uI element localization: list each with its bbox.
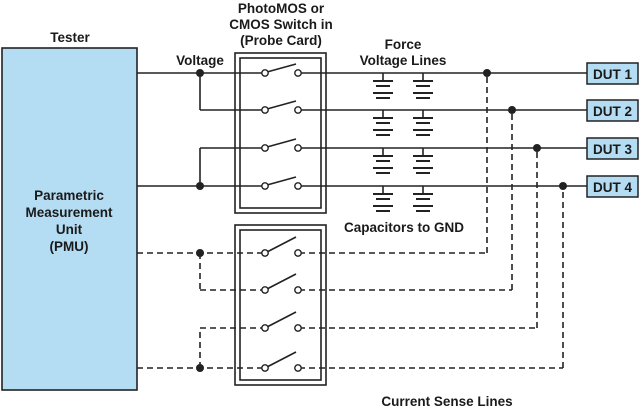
dut-1: DUT 1 (586, 62, 639, 85)
dut-4-label: DUT 4 (593, 180, 632, 195)
force-label-line1: Force (385, 37, 422, 52)
capacitor-stack-right (413, 73, 433, 212)
pmu-label-line3: Unit (56, 222, 83, 237)
sense-switches (261, 236, 302, 372)
force-voltage-wires (137, 72, 587, 187)
sense-switch-inner-box (239, 229, 322, 381)
capacitors-label: Capacitors to GND (344, 220, 464, 235)
dut-2-label: DUT 2 (593, 104, 632, 119)
pmu-label-line2: Measurement (25, 205, 113, 220)
dut-1-label: DUT 1 (593, 67, 632, 82)
switch-label-line2: CMOS Switch in (229, 17, 333, 32)
pmu-label-line1: Parametric (34, 188, 104, 203)
dut-2: DUT 2 (586, 99, 639, 122)
force-label-line2: Voltage Lines (360, 53, 447, 68)
sense-switch-outer-box (234, 224, 327, 386)
junction-dots (196, 69, 567, 372)
current-sense-label: Current Sense Lines (381, 394, 512, 407)
pmu-block (1, 47, 138, 391)
force-switch-inner-box (239, 57, 322, 209)
current-sense-wires (137, 73, 564, 369)
capacitor-stack-left (373, 73, 393, 212)
pmu-label-line4: (PMU) (50, 239, 89, 254)
dut-4: DUT 4 (586, 175, 639, 198)
tester-label: Tester (50, 30, 90, 45)
force-switch-outer-box (234, 52, 327, 214)
switch-label-line1: PhotoMOS or (238, 1, 325, 16)
dut-3-label: DUT 3 (593, 142, 632, 157)
dut-3: DUT 3 (586, 137, 639, 160)
voltage-label: Voltage (176, 53, 224, 68)
switch-label-line3: (Probe Card) (240, 33, 322, 48)
force-switches (261, 63, 302, 190)
